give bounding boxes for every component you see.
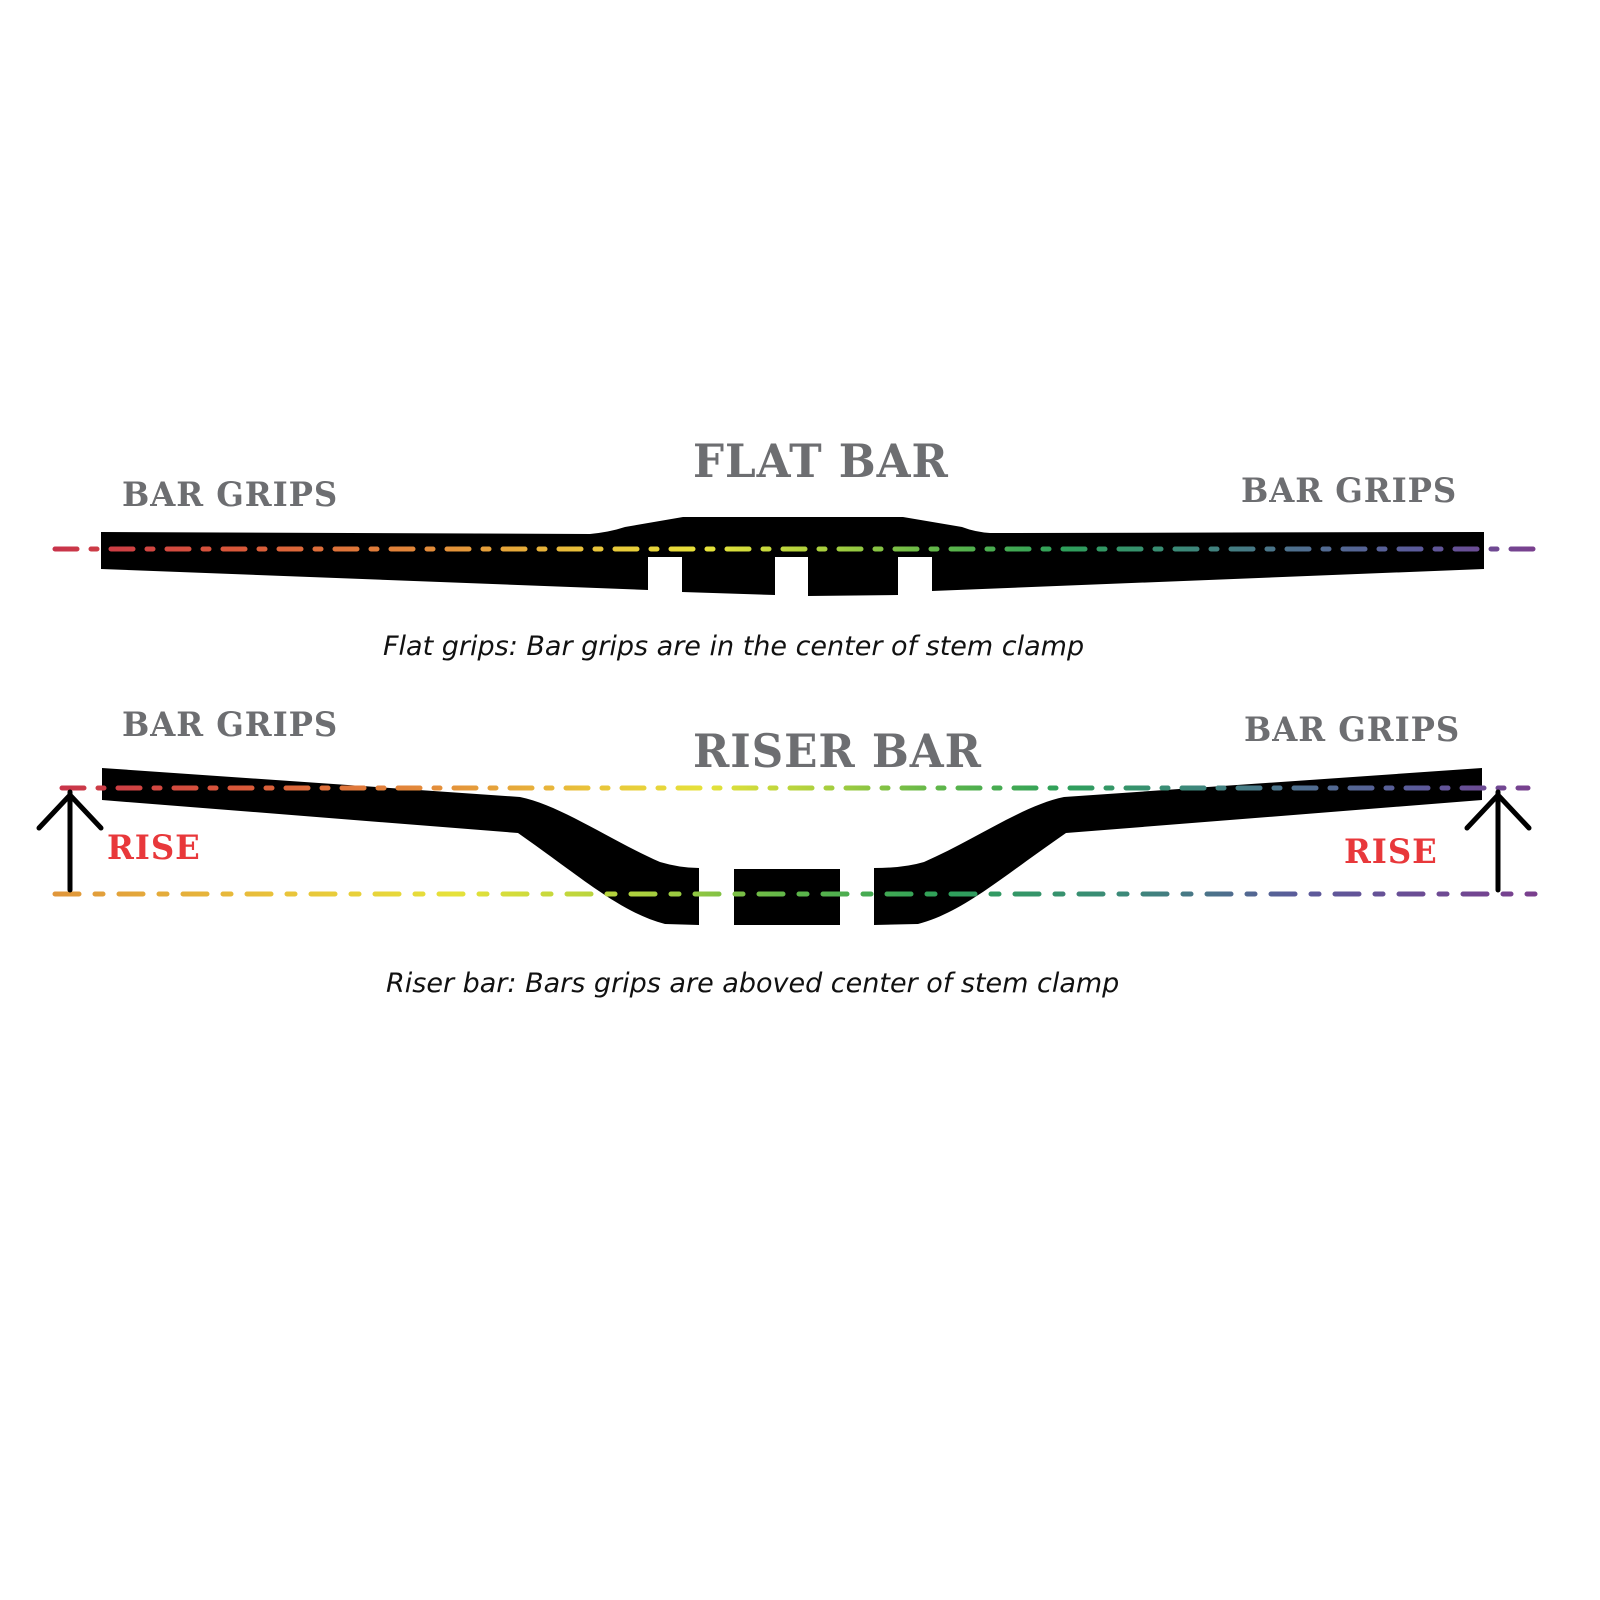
flat-bar-left-grips-label: BAR GRIPS <box>122 475 339 515</box>
riser-bar-right-arm <box>874 768 1482 925</box>
right-rise-arrow-icon <box>1464 789 1532 893</box>
riser-bar-left-grips-label: BAR GRIPS <box>122 705 339 745</box>
riser-bar-caption: Riser bar: Bars grips are aboved center … <box>386 968 1120 999</box>
left-rise-arrow-icon <box>36 789 104 893</box>
riser-bar-right-rise-label: RISE <box>1344 832 1438 872</box>
riser-bar-left-rise-label: RISE <box>107 828 201 868</box>
riser-bar-clamp <box>734 869 840 925</box>
flat-bar-body <box>101 517 1484 596</box>
riser-bar-title: RISER BAR <box>693 724 982 778</box>
riser-bar-left-arm <box>102 768 699 925</box>
riser-bar-graphic <box>36 768 1538 925</box>
flat-bar-graphic <box>52 517 1538 596</box>
flat-bar-caption: Flat grips: Bar grips are in the center … <box>383 631 1085 662</box>
flat-bar-title: FLAT BAR <box>693 434 949 488</box>
riser-bar-right-grips-label: BAR GRIPS <box>1244 710 1461 750</box>
flat-bar-right-grips-label: BAR GRIPS <box>1241 471 1458 511</box>
